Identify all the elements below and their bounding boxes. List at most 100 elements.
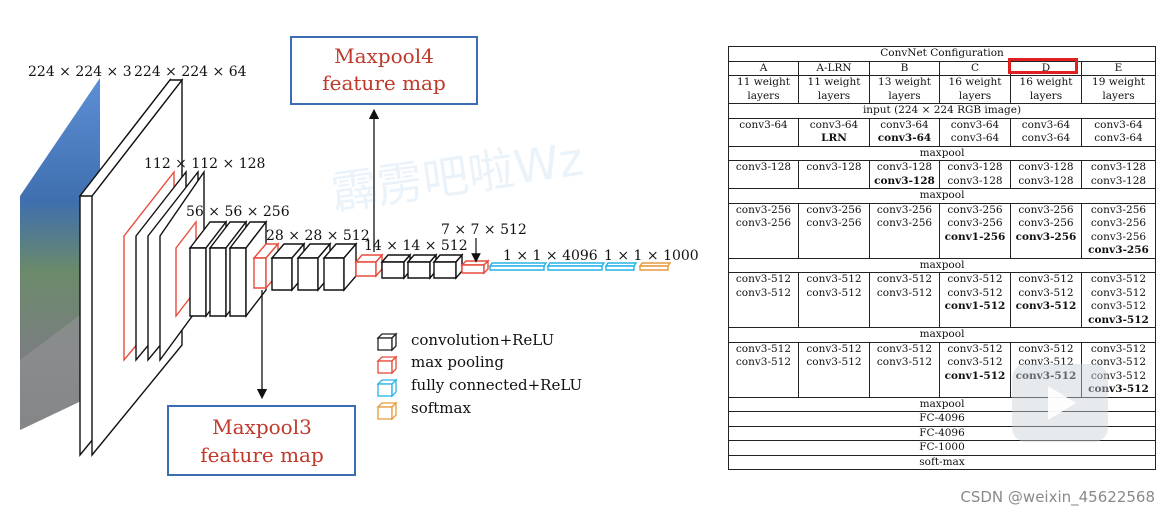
layer-entry: LRN xyxy=(821,132,847,144)
layer-entry: conv3-512 xyxy=(1090,273,1147,286)
fc3-row: FC-1000 xyxy=(728,440,1156,456)
conv4-block xyxy=(252,242,358,292)
maxpool-row: maxpool xyxy=(728,145,1156,161)
credit-text: CSDN @weixin_45622568 xyxy=(960,488,1155,506)
layer-entry: conv3-512 xyxy=(1015,369,1077,382)
maxpool3-box xyxy=(167,405,356,476)
softmax-layer xyxy=(638,262,672,271)
layer-entry: conv3-256 xyxy=(1015,230,1077,243)
layer-entry: conv3-256 xyxy=(876,203,933,216)
config-cell: conv3-128 xyxy=(728,160,799,189)
legend-item-conv: convolution+ReLU xyxy=(376,331,554,352)
layer-entry: conv3-64 xyxy=(1094,118,1143,131)
conv3-block xyxy=(175,219,268,319)
legend-label-maxpool: max pooling xyxy=(411,353,504,371)
layer-entry: conv3-512 xyxy=(1090,356,1147,368)
dim-label-conv3: 56 × 56 × 256 xyxy=(186,204,290,220)
layer-entry: conv3-512 xyxy=(876,356,933,368)
maxpool4-title: Maxpool4 xyxy=(334,44,434,68)
input-row: input (224 × 224 RGB image) xyxy=(728,103,1156,119)
layer-entry: conv3-128 xyxy=(1090,174,1147,187)
layer-entry: conv1-512 xyxy=(944,300,1006,312)
fc-layers xyxy=(488,262,638,271)
layer-entry: conv3-128 xyxy=(806,161,862,174)
dim-label-conv5: 14 × 14 × 512 xyxy=(364,238,468,254)
layer-entry: conv3-512 xyxy=(806,273,862,286)
maxpool3-title: Maxpool3 xyxy=(212,415,312,439)
layer-entry: conv3-256 xyxy=(1018,203,1074,216)
layer-entry: conv3-512 xyxy=(1018,356,1074,368)
maxpool-row: maxpool xyxy=(728,327,1156,343)
layer-entry: conv3-256 xyxy=(947,203,1003,216)
legend-label-softmax: softmax xyxy=(411,399,471,417)
dim-label-pool5: 7 × 7 × 512 xyxy=(441,222,527,238)
layer-entry: conv3-512 xyxy=(1015,300,1077,312)
vgg-architecture-diagram: 224 × 224 × 3 224 × 224 × 64 112 × 112 ×… xyxy=(20,36,699,476)
layer-entry: conv3-512 xyxy=(1018,342,1074,355)
layer-entry: conv3-256 xyxy=(1090,203,1147,216)
col-header: A xyxy=(728,60,799,76)
layer-entry: conv3-128 xyxy=(947,161,1003,174)
column-d-highlight xyxy=(1008,58,1078,74)
col-header: E xyxy=(1081,60,1156,76)
layer-entry: conv3-512 xyxy=(947,356,1003,368)
legend-item-softmax: softmax xyxy=(376,399,471,421)
layer-entry: conv3-512 xyxy=(1090,342,1147,355)
play-button-overlay[interactable] xyxy=(1012,364,1108,442)
layer-entry: conv3-128 xyxy=(1018,161,1074,174)
col-header: A-LRN xyxy=(798,60,870,76)
col-header: C xyxy=(939,60,1011,76)
layer-entry: conv3-512 xyxy=(735,273,792,286)
layer-entry: conv3-64 xyxy=(1021,132,1071,144)
layer-entry: conv3-256 xyxy=(806,203,862,216)
config-cell: conv3-64 xyxy=(728,117,799,147)
layer-entry: conv3-256 xyxy=(1088,244,1149,256)
dim-label-fc: 1 × 1 × 4096 xyxy=(503,248,598,264)
legend-label-fc: fully connected+ReLU xyxy=(411,376,582,394)
header-row: A A-LRN B C D E xyxy=(728,60,1156,76)
col-header: B xyxy=(869,60,940,76)
maxpool4-subtitle: feature map xyxy=(322,71,446,95)
layer-entry: conv3-256 xyxy=(1018,217,1074,229)
convnet-configuration-table: ConvNet Configuration A A-LRN B C D E 11… xyxy=(728,46,1156,470)
table-title: ConvNet Configuration xyxy=(728,46,1156,62)
layer-entry: conv3-512 xyxy=(1018,273,1074,286)
config-cell: conv3-128 xyxy=(798,160,870,189)
layer-entry: conv3-64 xyxy=(739,118,788,131)
layer-entry: conv3-512 xyxy=(947,273,1003,286)
layer-entry: conv3-64 xyxy=(1094,132,1143,144)
dim-label-conv2: 112 × 112 × 128 xyxy=(144,156,265,172)
layer-entry: conv3-512 xyxy=(1090,300,1147,312)
dim-label-conv1: 224 × 224 × 64 xyxy=(134,64,247,80)
layer-entry: conv3-512 xyxy=(806,342,862,355)
legend-label-conv: convolution+ReLU xyxy=(411,331,554,349)
dim-label-out: 1 × 1 × 1000 xyxy=(604,248,699,264)
layer-entry: conv3-256 xyxy=(1090,217,1147,229)
layer-entry: conv3-256 xyxy=(947,217,1003,229)
softmax-row: soft-max xyxy=(728,454,1156,470)
